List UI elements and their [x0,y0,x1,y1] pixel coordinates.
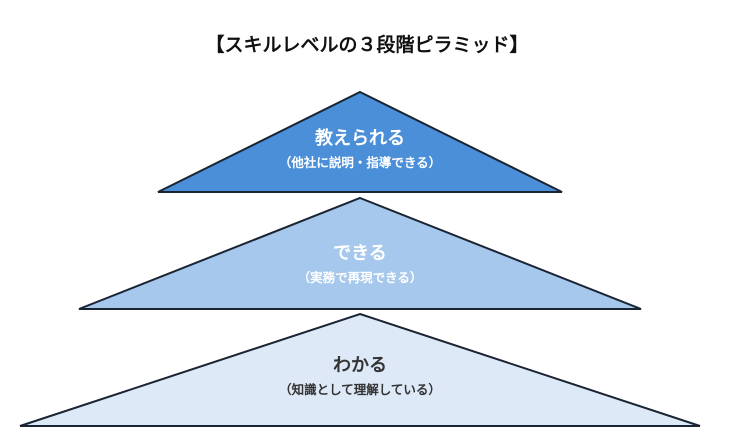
level-1-sub: （他社に説明・指導できる） [279,155,441,170]
level-3-triangle [19,312,701,427]
level-1-label: 教えられる [315,127,405,149]
level-1-triangle [157,90,563,193]
level-3-label: わかる [333,355,387,376]
level-2-triangle [78,196,642,310]
level-2-label: できる [333,243,387,264]
diagram-title: 【スキルレベルの３段階ピラミッド】 [205,34,529,56]
level-2-sub: （実務で再現できる） [298,270,423,285]
level-3-sub: （知識として理解している） [279,382,441,397]
